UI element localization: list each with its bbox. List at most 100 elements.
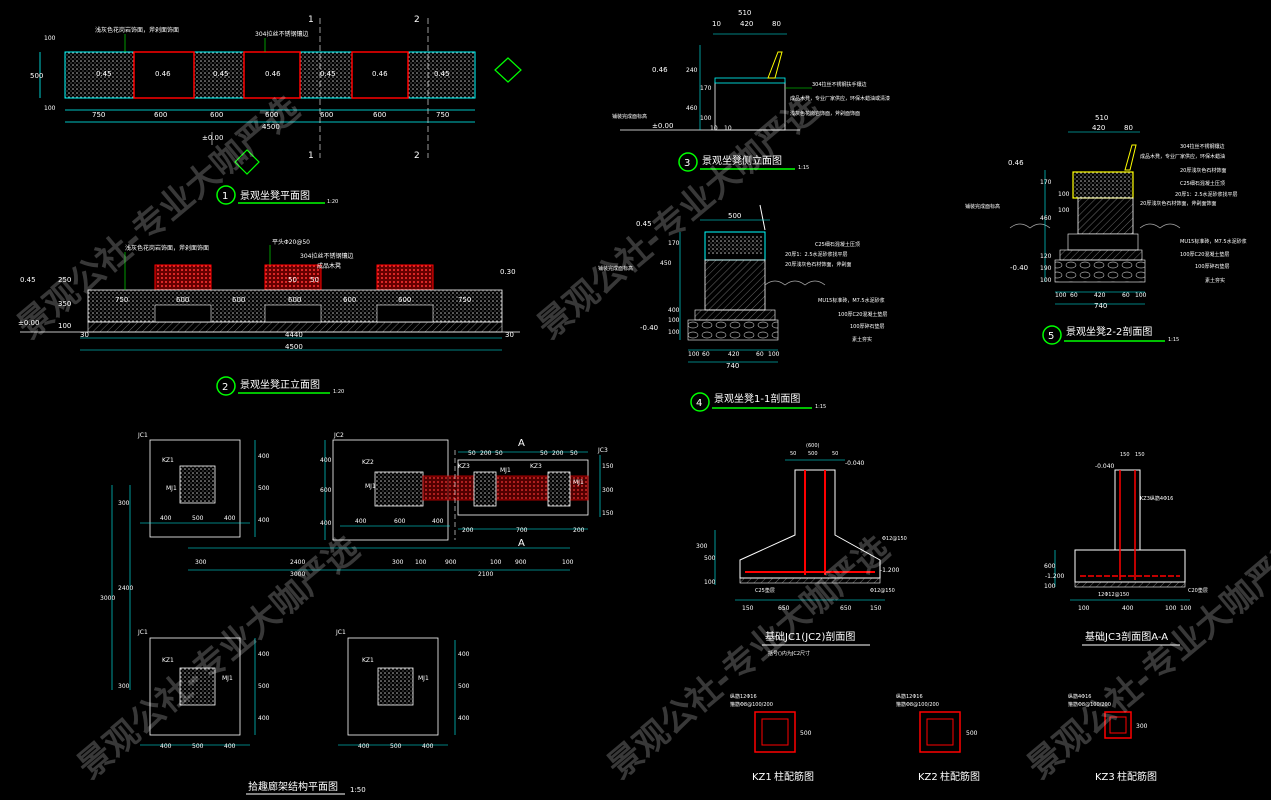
sec2-bdim: 100 (1135, 292, 1147, 299)
side-note: 浅灰色花岗岩饰面，斧剁面饰面 (790, 110, 860, 117)
sq-dim: 500 (390, 743, 402, 750)
front-title: 景观坐凳正立面图 (240, 378, 320, 391)
plan-view (39, 18, 522, 175)
jc1-rebar: C25垫层 (755, 587, 775, 594)
plan-level: 0.45 (213, 70, 229, 78)
plan-height: 100 (44, 105, 56, 112)
mj-label: MJ1 (573, 479, 584, 486)
jc1-rebar: Φ12@150 (882, 536, 907, 542)
jc1-level: -1.200 (880, 567, 900, 574)
side-dim: 420 (740, 20, 753, 28)
side-note-left: 铺装完成面标高 (612, 113, 647, 120)
sec2-height: 100 (1058, 207, 1070, 214)
plan-note-top: 304拉丝不锈钢镶边 (255, 30, 308, 38)
front-height: 350 (58, 300, 71, 308)
col-dim: 500 (966, 730, 978, 737)
jc-label: JC1 (335, 629, 346, 636)
plan-height: 100 (44, 35, 56, 42)
jc3-top: 50 (495, 450, 503, 457)
plan-dim: 750 (92, 111, 105, 119)
section-mark: 1 (308, 15, 314, 25)
jc3-side: 150 (602, 510, 614, 517)
col-note: 纵筋4Φ16 (1068, 693, 1091, 700)
sec1-note: 素土夯实 (852, 336, 872, 343)
sec1-level: 0.45 (636, 220, 652, 228)
jc1-bdim: 150 (870, 605, 882, 612)
sec2-height: 170 (1040, 179, 1052, 186)
col-dim: 500 (800, 730, 812, 737)
front-dim: 750 (115, 296, 128, 304)
side-height: 240 (686, 67, 698, 74)
row-dim: 900 (515, 559, 527, 566)
front-dim: 750 (458, 296, 471, 304)
front-note: 平头Φ20@50 (272, 238, 310, 246)
watermark: 景观公社-专业大咖严选 (1020, 529, 1271, 787)
row-dim: 100 (490, 559, 502, 566)
col-title: KZ1 (752, 772, 772, 783)
sec2-note: 20厚1：2.5水泥砂浆找平层 (1175, 191, 1238, 198)
col-dim: 300 (1136, 723, 1148, 730)
structural-plan (111, 439, 601, 746)
plan-scale: 1:20 (327, 199, 338, 205)
col-note: 箍筋Φ8@100/200 (730, 701, 773, 708)
front-dim: 50 (310, 276, 319, 284)
jc-label: JC1 (137, 432, 148, 439)
structural-dims: 400 500 400 400 600 400 400 600 400 50 2… (100, 450, 614, 750)
mj-label: MJ1 (166, 485, 177, 492)
front-dims: 750 600 600 600 600 600 750 30 4440 30 4… (18, 268, 516, 351)
sec1-note: 20厚浅灰色石材饰面，斧剁面 (785, 261, 851, 268)
front-level: 0.45 (20, 276, 36, 284)
sec2-title: 景观坐凳2-2剖面图 (1066, 325, 1152, 338)
sec2-dim: 420 (1092, 124, 1105, 132)
plan-cell-levels: 0.45 0.46 0.45 0.46 0.45 0.46 0.45 (96, 70, 450, 78)
col-note: 箍筋Φ8@100/200 (1068, 701, 1111, 708)
jc1-bdim: 650 (778, 605, 790, 612)
sec2-note: 100厚C20混凝土垫层 (1180, 251, 1229, 258)
jc3-top: 50 (540, 450, 548, 457)
plan-dim: 600 (154, 111, 167, 119)
side-number: 3 (684, 158, 690, 169)
sec2-scale: 1:15 (1168, 337, 1179, 343)
col-suffix: 柱配筋图 (940, 770, 980, 783)
col-note: 箍筋Φ8@100/200 (896, 701, 939, 708)
jc1-bdim: 650 (840, 605, 852, 612)
sec2-note: 100厚碎石垫层 (1195, 263, 1230, 270)
sec1-notes: C25细石混凝土压顶 20厚1：2.5水泥砂浆找平层 20厚浅灰色石材饰面，斧剁… (785, 241, 887, 343)
sec1-note: 20厚1：2.5水泥砂浆找平层 (785, 251, 848, 258)
front-dim: 4440 (285, 331, 303, 339)
jc2-dim: 600 (394, 518, 406, 525)
row-dim: 900 (445, 559, 457, 566)
sec2-bdim: 60 (1070, 292, 1078, 299)
jc3-sdim: 100 (1044, 583, 1056, 590)
sec1-bdim: 100 (688, 351, 700, 358)
front-dim: 600 (288, 296, 301, 304)
sec1-bdim: 420 (728, 351, 740, 358)
cut-mark: A (518, 438, 525, 449)
front-total: 4500 (285, 343, 303, 351)
sec2-height: 120 (1040, 253, 1052, 260)
jc3-bottom: 700 (516, 527, 528, 534)
row-dim: 300 (195, 559, 207, 566)
sq-dim: 400 (358, 743, 370, 750)
section-mark: 2 (414, 151, 420, 161)
plan-level: 0.45 (320, 70, 336, 78)
sq-dim: 400 (224, 743, 236, 750)
sq-side: 400 (258, 715, 270, 722)
plan-total: 4500 (262, 123, 280, 131)
vert-dim: 300 (118, 683, 130, 690)
front-dim: 50 (288, 276, 297, 284)
row-dim: 100 (415, 559, 427, 566)
sq-side: 400 (458, 651, 470, 658)
sec1-height: 400 (668, 307, 680, 314)
plan-dim: 600 (320, 111, 333, 119)
sec1-bdim: 60 (702, 351, 710, 358)
sq-dim: 400 (160, 515, 172, 522)
sec1-level: -0.40 (640, 324, 658, 332)
jc3-bdim: 100 (1078, 605, 1090, 612)
jc1-dim: 500 (808, 451, 818, 457)
jc3-level: -1.200 (1045, 573, 1065, 580)
side-dim: 510 (738, 9, 751, 17)
plan-level: 0.46 (265, 70, 281, 78)
plan-height: 500 (30, 72, 43, 80)
row-dim: 100 (562, 559, 574, 566)
